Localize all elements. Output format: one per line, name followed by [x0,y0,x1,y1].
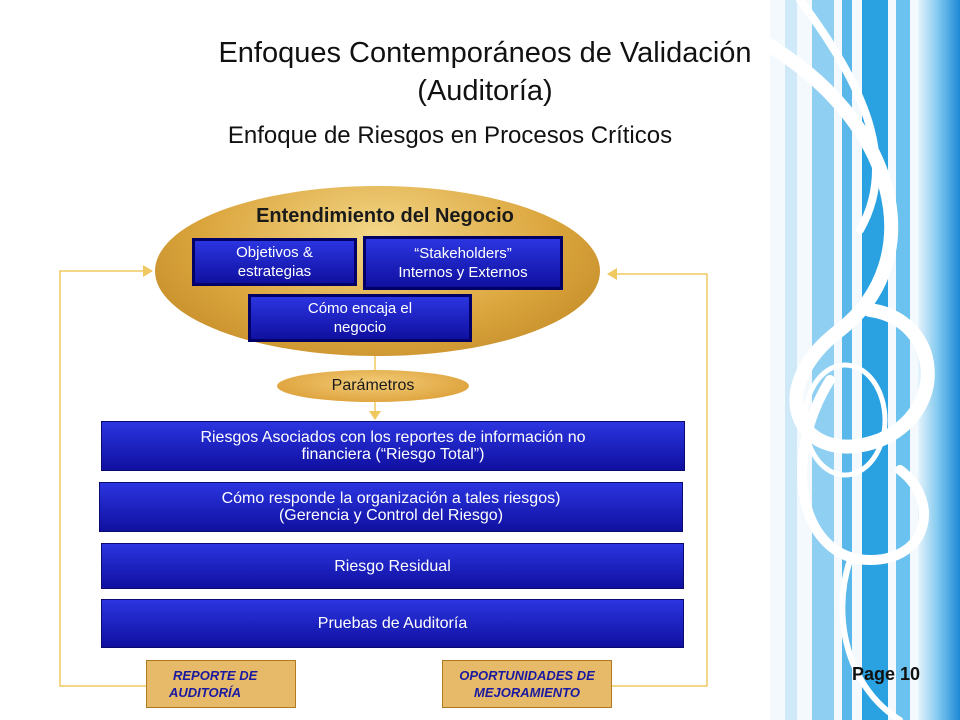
improvement-line1: OPORTUNIDADES DE [459,668,595,683]
oval-title: Entendimiento del Negocio [256,205,514,227]
slide-title-line1: Enfoques Contemporáneos de Validación [218,37,752,69]
arrow-left-icon [607,268,617,280]
white-swirls [753,0,935,720]
slide-subtitle: Enfoque de Riesgos en Procesos Críticos [227,122,673,149]
risk-response-bar: Cómo responde la organización a tales ri… [99,482,683,532]
feedback-line-right [612,273,708,687]
arrow-right-icon [143,265,153,277]
residual-risk-bar: Riesgo Residual [101,543,684,589]
objectives-box: Objetivos & estrategias [192,238,357,286]
risk-associated-bar: Riesgos Asociados con los reportes de in… [101,421,685,471]
feedback-line-left [59,270,146,687]
page-number: Page 10 [852,664,921,684]
slide-title-line2: (Auditoría) [417,75,553,107]
audit-report-box: REPORTE DE AUDITORÍA [146,660,296,708]
improvement-line2: MEJORAMIENTO [474,685,580,700]
slide-title: Enfoques Contemporáneos de Validación (A… [150,34,820,110]
objectives-line2: estrategias [237,263,312,280]
risk-response-line2: (Gerencia y Control del Riesgo) [278,507,504,524]
risk-associated-line2: financiera (“Riesgo Total”) [301,446,485,463]
audit-report-line2: AUDITORÍA [169,685,241,700]
risk-response-line1: Cómo responde la organización a tales ri… [221,490,561,507]
business-fit-line2: negocio [333,319,387,336]
business-fit-box: Cómo encaja el negocio [248,294,472,342]
business-fit-line1: Cómo encaja el [307,300,413,317]
audit-report-line1: REPORTE DE [173,668,258,683]
parameters-oval: Parámetros [277,370,469,402]
stakeholders-line2: Internos y Externos [398,264,528,281]
arrow-down-icon [369,411,381,420]
risk-associated-line1: Riesgos Asociados con los reportes de in… [200,429,586,446]
audit-tests-bar: Pruebas de Auditoría [101,599,684,648]
stakeholders-box: “Stakeholders” Internos y Externos [363,236,563,290]
objectives-line1: Objetivos & [236,244,313,261]
improvement-opportunities-box: OPORTUNIDADES DE MEJORAMIENTO [442,660,612,708]
stakeholders-line1: “Stakeholders” [414,245,512,262]
